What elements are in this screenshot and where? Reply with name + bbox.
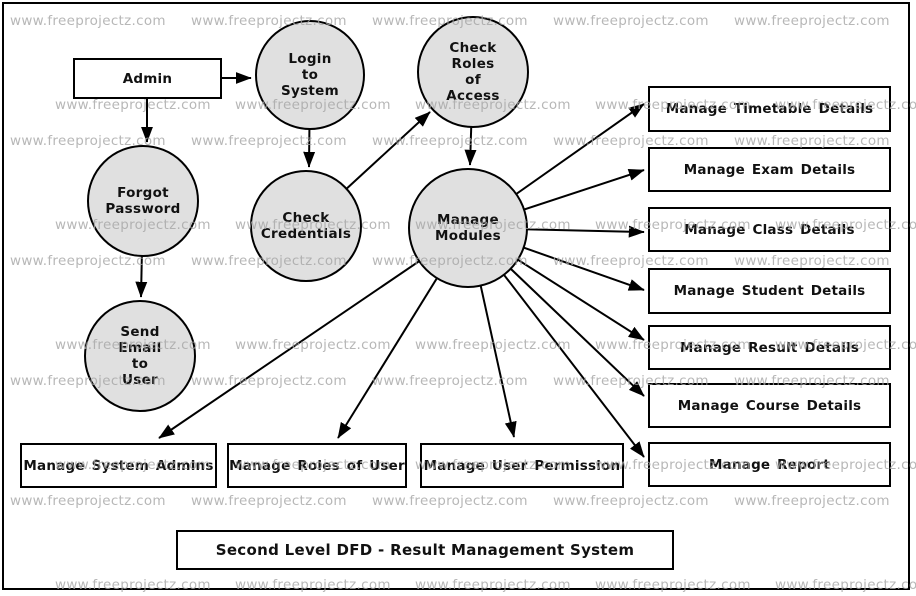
process-check-roles-label: Check Roles of Access — [446, 40, 500, 104]
store-manage-course-details: Manage Course Details — [648, 383, 891, 428]
arrow-modules-to-system-admins — [158, 227, 469, 439]
store-manage-system-admins: Manage System Admins — [20, 443, 217, 488]
flow-arrows — [135, 71, 645, 458]
process-check-roles-shape — [417, 16, 529, 128]
store-manage-student-details: Manage Student Details — [648, 268, 891, 314]
process-manage-modules-shape — [408, 168, 528, 288]
process-circles — [84, 16, 529, 412]
diagram-title: Second Level DFD - Result Management Sys… — [215, 541, 635, 559]
process-check-credentials-label: Check Credentials — [260, 210, 352, 242]
process-login-label: Login to System — [280, 51, 340, 99]
store-manage-class-details: Manage Class Details — [648, 207, 891, 252]
process-manage-modules-label: Manage Modules — [435, 212, 501, 244]
process-send-email-shape — [84, 300, 196, 412]
outer-frame — [2, 2, 910, 590]
store-manage-timetable-details: Manage Timetable Details — [648, 86, 891, 132]
entity-admin: Admin — [73, 58, 222, 99]
entity-admin-label: Admin — [122, 70, 173, 87]
store-manage-report: Manage Report — [648, 442, 891, 487]
process-check-credentials-shape — [250, 170, 362, 282]
store-manage-user-permission: Manage User Permission — [420, 443, 624, 488]
store-manage-exam-details: Manage Exam Details — [648, 147, 891, 192]
diagram-title-box: Second Level DFD - Result Management Sys… — [176, 530, 674, 570]
process-send-email-label: Send Email to User — [118, 324, 162, 388]
store-manage-roles-of-user: Manage Roles of User — [227, 443, 407, 488]
process-login-shape — [255, 20, 365, 130]
process-forgot-password-shape — [87, 145, 199, 257]
process-forgot-password-label: Forgot Password — [105, 185, 181, 217]
store-manage-result-details: Manage Result Details — [648, 325, 891, 370]
